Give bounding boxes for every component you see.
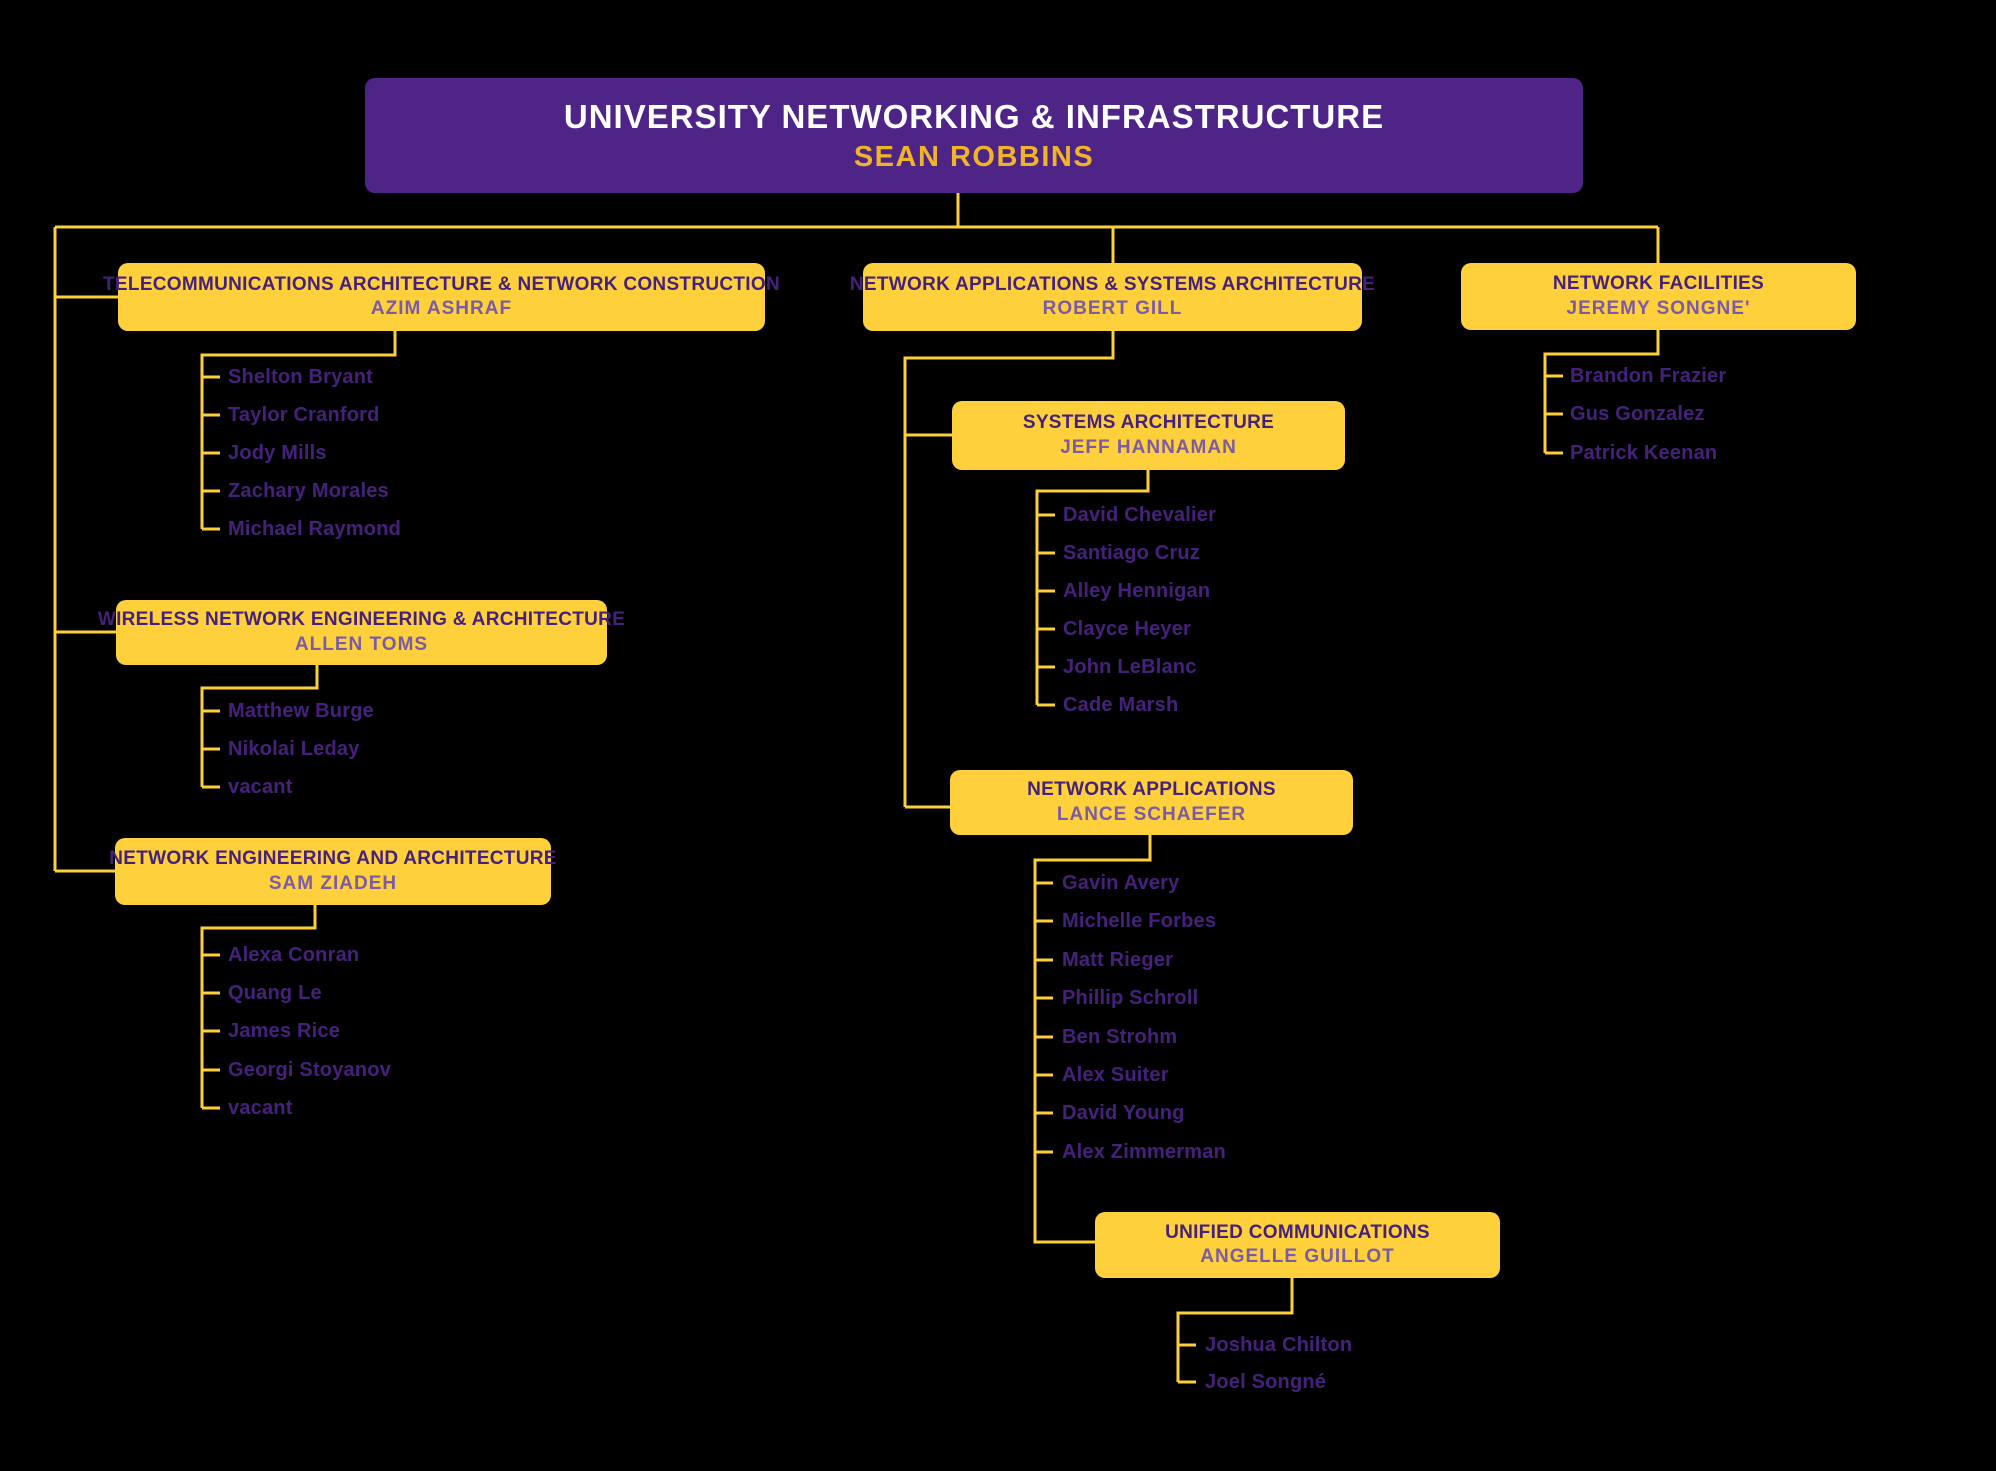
member-name: Michael Raymond [228,518,402,540]
member-name: Alex Zimmerman [1062,1141,1226,1163]
org-box-root: UNIVERSITY NETWORKING & INFRASTRUCTURE S… [365,78,1583,193]
member-name: Shelton Bryant [228,366,374,388]
box-manager: JEREMY SONGNE' [1566,297,1751,319]
facilities-subtree [1543,330,1660,455]
root-manager: SEAN ROBBINS [853,140,1095,173]
member-name: Jody Mills [228,442,327,464]
box-title: WIRELESS NETWORK ENGINEERING & ARCHITECT… [97,609,626,631]
root-title: UNIVERSITY NETWORKING & INFRASTRUCTURE [563,97,1385,135]
org-box-netapps-sysarch: NETWORK APPLICATIONS & SYSTEMS ARCHITECT… [850,263,1375,331]
box-title: NETWORK APPLICATIONS [1027,779,1276,801]
member-name: Alley Hennigan [1063,580,1211,602]
netapps-subtree [1033,835,1152,1244]
box-title: NETWORK ENGINEERING AND ARCHITECTURE [109,848,557,870]
member-name: James Rice [228,1020,341,1042]
member-name: Zachary Morales [228,480,389,502]
box-title: NETWORK APPLICATIONS & SYSTEMS ARCHITECT… [849,273,1376,295]
member-name: Alexa Conran [228,944,360,966]
left-branch-stubs [55,295,118,873]
neteng-subtree [200,905,317,1110]
uc-subtree [1176,1278,1294,1384]
middle-branch-trunk [903,331,1115,809]
box-manager: LANCE SCHAEFER [1056,803,1247,825]
member-name: Gavin Avery [1062,872,1180,894]
member-name: Joshua Chilton [1205,1334,1353,1356]
org-box-neteng: NETWORK ENGINEERING AND ARCHITECTURE SAM… [109,838,556,905]
member-name: Matt Rieger [1062,949,1174,971]
box-manager: ALLEN TOMS [294,633,429,655]
box-manager: ROBERT GILL [1042,298,1183,320]
org-box-telecom: TELECOMMUNICATIONS ARCHITECTURE & NETWOR… [103,263,780,331]
member-name: Joel Songné [1205,1371,1327,1393]
org-box-netapps: NETWORK APPLICATIONS LANCE SCHAEFER [950,770,1353,835]
box-manager: AZIM ASHRAF [370,298,513,320]
box-manager: SAM ZIADEH [268,872,398,894]
member-name: Clayce Heyer [1063,618,1192,640]
org-box-wireless: WIRELESS NETWORK ENGINEERING & ARCHITECT… [98,600,625,665]
box-title: NETWORK FACILITIES [1552,273,1765,295]
member-name: Phillip Schroll [1062,987,1199,1009]
root-connector [53,193,1660,871]
telecom-subtree [200,331,397,531]
member-name: vacant [228,1097,293,1119]
org-box-facilities: NETWORK FACILITIES JEREMY SONGNE' [1461,263,1856,330]
box-manager: JEFF HANNAMAN [1060,436,1237,458]
wireless-subtree [200,665,319,789]
box-title: TELECOMMUNICATIONS ARCHITECTURE & NETWOR… [103,273,780,295]
member-name: Georgi Stoyanov [228,1059,392,1081]
member-name: Santiago Cruz [1063,542,1201,564]
member-name: Michelle Forbes [1062,910,1217,932]
sysarch-subtree [1035,470,1150,707]
member-name: Alex Suiter [1062,1064,1169,1086]
box-manager: ANGELLE GUILLOT [1200,1246,1395,1268]
member-name: vacant [228,776,293,798]
member-name: Patrick Keenan [1570,442,1718,464]
box-title: UNIFIED COMMUNICATIONS [1165,1221,1430,1243]
member-name: Gus Gonzalez [1570,403,1705,425]
box-title: SYSTEMS ARCHITECTURE [1022,412,1275,434]
member-name: Ben Strohm [1062,1026,1178,1048]
member-name: Matthew Burge [228,700,374,722]
member-name: Taylor Cranford [228,404,380,426]
member-name: David Chevalier [1063,504,1217,526]
member-name: John LeBlanc [1063,656,1197,678]
org-box-sysarch: SYSTEMS ARCHITECTURE JEFF HANNAMAN [952,401,1345,470]
org-box-unified-comms: UNIFIED COMMUNICATIONS ANGELLE GUILLOT [1095,1212,1500,1278]
member-name: Quang Le [228,982,322,1004]
member-name: Cade Marsh [1063,694,1179,716]
member-name: Brandon Frazier [1570,365,1727,387]
member-name: David Young [1062,1102,1185,1124]
member-name: Nikolai Leday [228,738,360,760]
